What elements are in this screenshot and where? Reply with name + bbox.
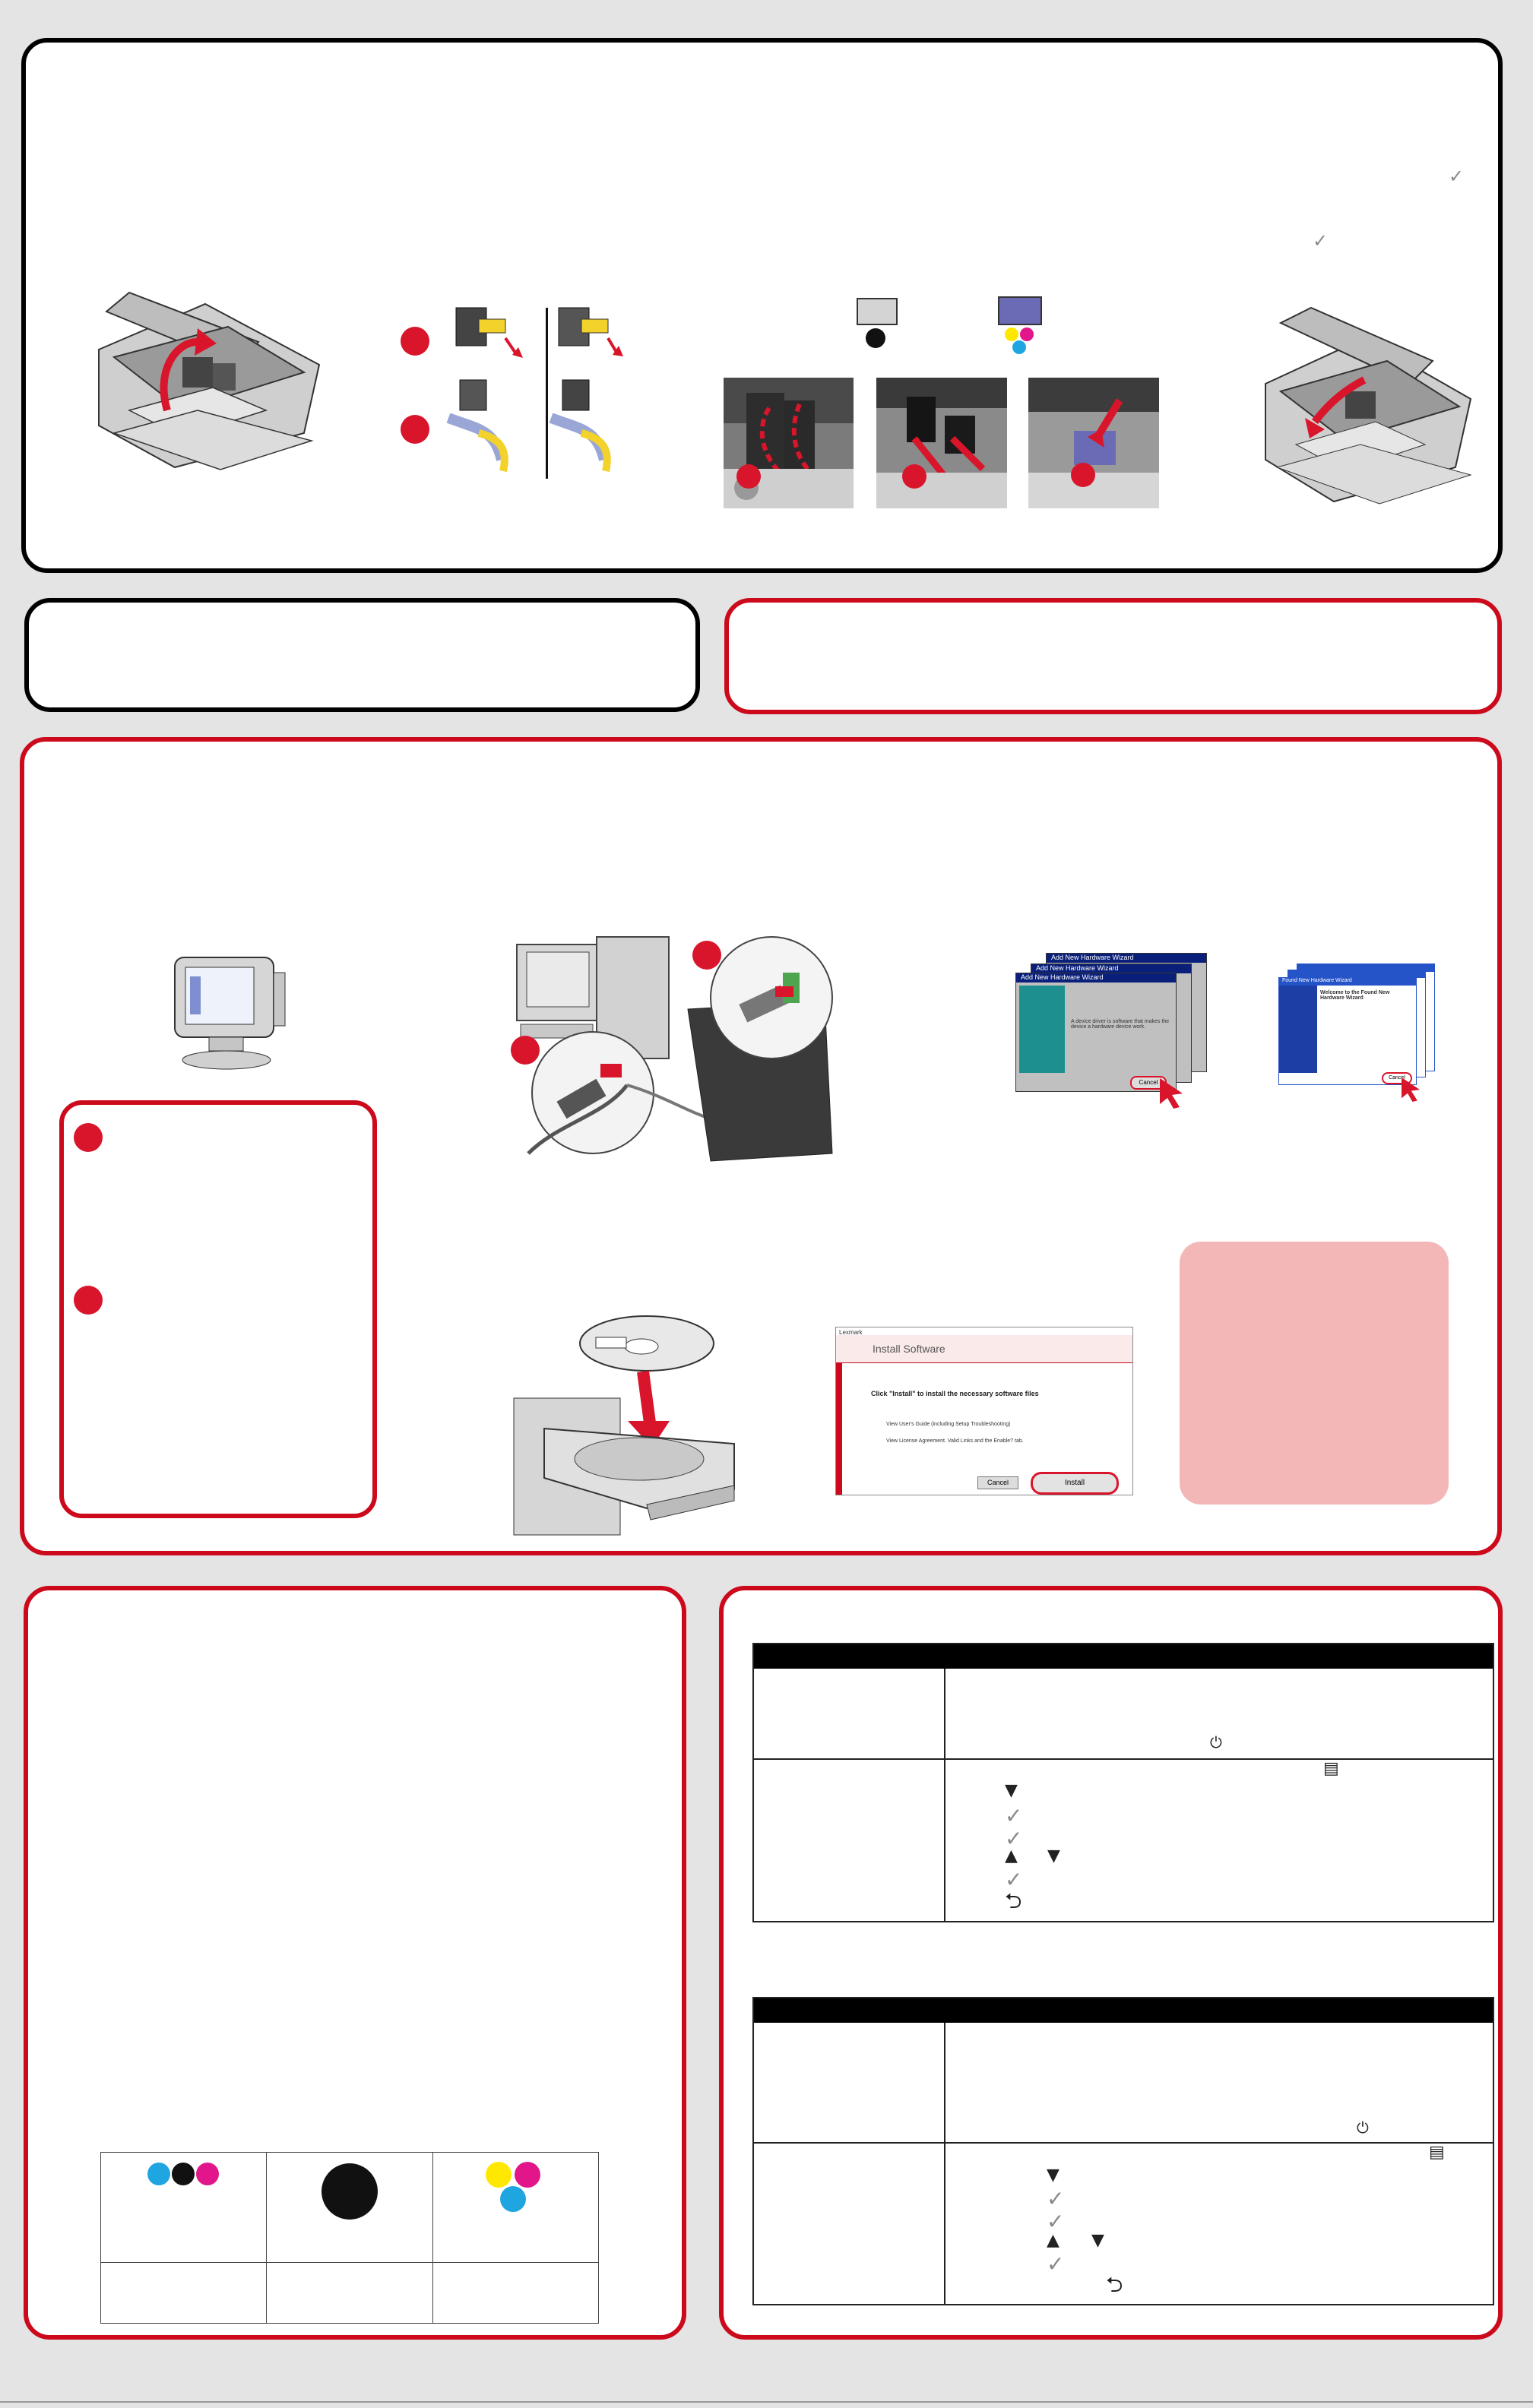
wizard-title-bar: Add New Hardware Wizard bbox=[1016, 973, 1176, 983]
menu-icon: ▤ bbox=[1323, 1759, 1339, 1778]
check-icon: ✓ bbox=[1047, 2186, 1065, 2211]
cursor-arrow-icon bbox=[1402, 1077, 1420, 1102]
note-box bbox=[59, 1100, 377, 1518]
license-link[interactable]: View License Agreement. Valid Links and … bbox=[886, 1438, 1024, 1444]
check-icon: ✓ bbox=[1005, 1867, 1023, 1892]
arrow-up-icon: ▲ bbox=[1005, 1846, 1018, 1865]
color-cartridge-swatch bbox=[998, 296, 1042, 325]
cancel-button[interactable]: Cancel bbox=[977, 1476, 1018, 1489]
usb-connection-illustration bbox=[516, 936, 833, 1162]
wizard-title-bar: Add New Hardware Wizard bbox=[1031, 964, 1191, 973]
arrow-down-icon: ▼ bbox=[1091, 2231, 1104, 2250]
black-ink-dot bbox=[321, 2163, 378, 2220]
step-marker bbox=[692, 941, 721, 970]
check-icon: ✓ bbox=[1047, 2251, 1065, 2277]
found-hardware-wizard-stack: Found New Hardware Wizard Welcome to the… bbox=[1278, 964, 1438, 1102]
install-software-dialog: Lexmark Install Software Click "Install"… bbox=[835, 1327, 1133, 1495]
color-ink-dots bbox=[486, 2162, 540, 2212]
table-header bbox=[752, 1643, 1494, 1669]
wizard-title-bar: Found New Hardware Wizard bbox=[1279, 978, 1416, 986]
table-header bbox=[752, 1997, 1494, 2023]
check-icon: ✓ bbox=[1047, 2209, 1065, 2234]
color-ink-dots bbox=[1005, 328, 1034, 354]
bottom-rule bbox=[0, 2401, 1533, 2403]
power-icon: ⏻ bbox=[1210, 1733, 1222, 1751]
wizard-cancel-button[interactable]: Cancel bbox=[1382, 1072, 1412, 1084]
info-panel-right bbox=[724, 598, 1502, 714]
troubleshooting-table bbox=[752, 1997, 1494, 2305]
arrow-down-icon: ▼ bbox=[1047, 2166, 1059, 2185]
remove-tape-illustration bbox=[446, 307, 623, 479]
cursor-arrow-icon bbox=[1160, 1078, 1183, 1109]
cd-insert-illustration bbox=[513, 1315, 735, 1536]
menu-icon: ▤ bbox=[1429, 2143, 1445, 2162]
check-icon: ✓ bbox=[1005, 1803, 1023, 1828]
check-icon: ✓ bbox=[1313, 230, 1329, 252]
guide-link[interactable]: View User's Guide (including Setup Troub… bbox=[886, 1422, 1011, 1427]
add-hardware-wizard-stack: Add New Hardware Wizard Add New Hardware… bbox=[1015, 953, 1207, 1109]
arrow-up-icon: ▲ bbox=[1047, 2231, 1059, 2250]
open-carrier-photo bbox=[724, 378, 854, 508]
wizard-heading: Welcome to the Found New Hardware Wizard bbox=[1320, 990, 1390, 1001]
insert-black-photo bbox=[876, 378, 1007, 508]
check-icon: ✓ bbox=[1449, 166, 1465, 187]
troubleshooting-table bbox=[752, 1643, 1494, 1922]
arrow-down-icon: ▼ bbox=[1005, 1781, 1018, 1800]
arrow-down-icon: ▼ bbox=[1047, 1846, 1060, 1865]
step-marker bbox=[401, 327, 429, 356]
back-icon: ⮌ bbox=[1005, 1888, 1022, 1913]
step-marker bbox=[511, 1036, 540, 1065]
back-icon: ⮌ bbox=[1106, 2272, 1123, 2297]
black-cartridge-swatch bbox=[857, 298, 898, 325]
insert-color-photo bbox=[1028, 378, 1159, 508]
dialog-brand: Lexmark bbox=[839, 1329, 863, 1336]
step-marker bbox=[74, 1286, 103, 1315]
wizard-title-bar: Add New Hardware Wizard bbox=[1047, 954, 1206, 963]
troubleshooting-panel bbox=[719, 1586, 1503, 2340]
note-highlight-box bbox=[1180, 1242, 1449, 1505]
step-marker bbox=[74, 1123, 103, 1152]
cartridge-color-table bbox=[100, 2152, 599, 2324]
step-marker bbox=[401, 415, 429, 444]
info-panel-left bbox=[24, 598, 700, 712]
printer-open-illustration bbox=[98, 291, 321, 470]
dialog-title: Install Software bbox=[873, 1343, 945, 1355]
install-button[interactable]: Install bbox=[1031, 1472, 1119, 1495]
dialog-instruction: Click "Install" to install the necessary… bbox=[871, 1390, 1039, 1397]
wizard-message: A device driver is software that makes t… bbox=[1071, 1019, 1170, 1030]
tri-color-black-dots bbox=[147, 2163, 219, 2185]
monitor-illustration bbox=[174, 957, 286, 1070]
power-icon: ⏻ bbox=[1357, 2118, 1369, 2137]
printer-close-illustration bbox=[1265, 306, 1472, 505]
check-icon: ✓ bbox=[1005, 1826, 1023, 1851]
black-ink-dot bbox=[866, 328, 885, 348]
